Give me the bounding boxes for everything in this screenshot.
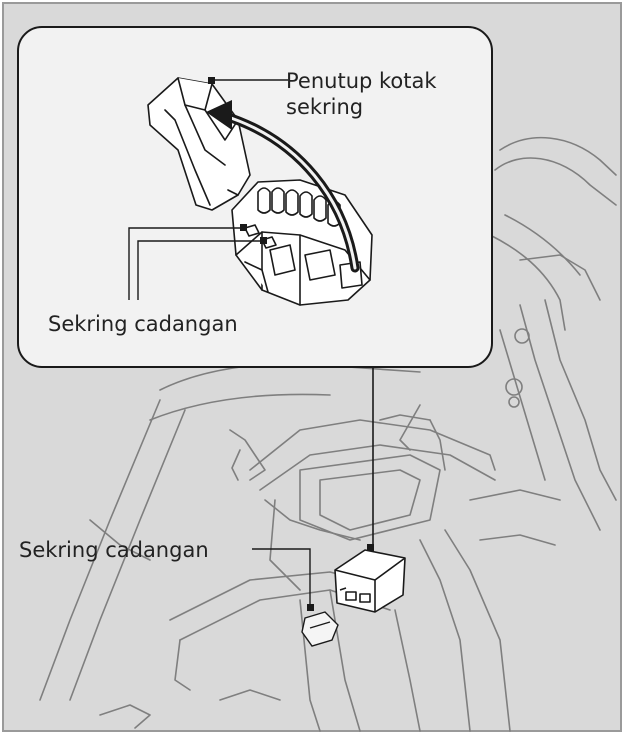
fuse-box-marker: [367, 544, 374, 551]
open-direction-arrow: [206, 100, 360, 273]
inset-spare-leader-1: [128, 227, 244, 300]
spare-fuse-label-main: Sekring cadangan: [19, 538, 209, 562]
spare-fuse-main: [301, 611, 339, 647]
cover-label-line2: sekring: [286, 95, 363, 119]
cover-marker: [208, 77, 215, 84]
scooter-frame-illustration: [39, 136, 617, 732]
inset-spare-leader-2: [137, 240, 264, 300]
cover-label-line1: Penutup kotak: [286, 69, 437, 93]
fuse-box-main: [334, 549, 406, 613]
spare-fuse-leader: [252, 548, 311, 606]
spare-fuse-marker: [307, 604, 314, 611]
spare-fuse-label-inset: Sekring cadangan: [48, 312, 238, 336]
